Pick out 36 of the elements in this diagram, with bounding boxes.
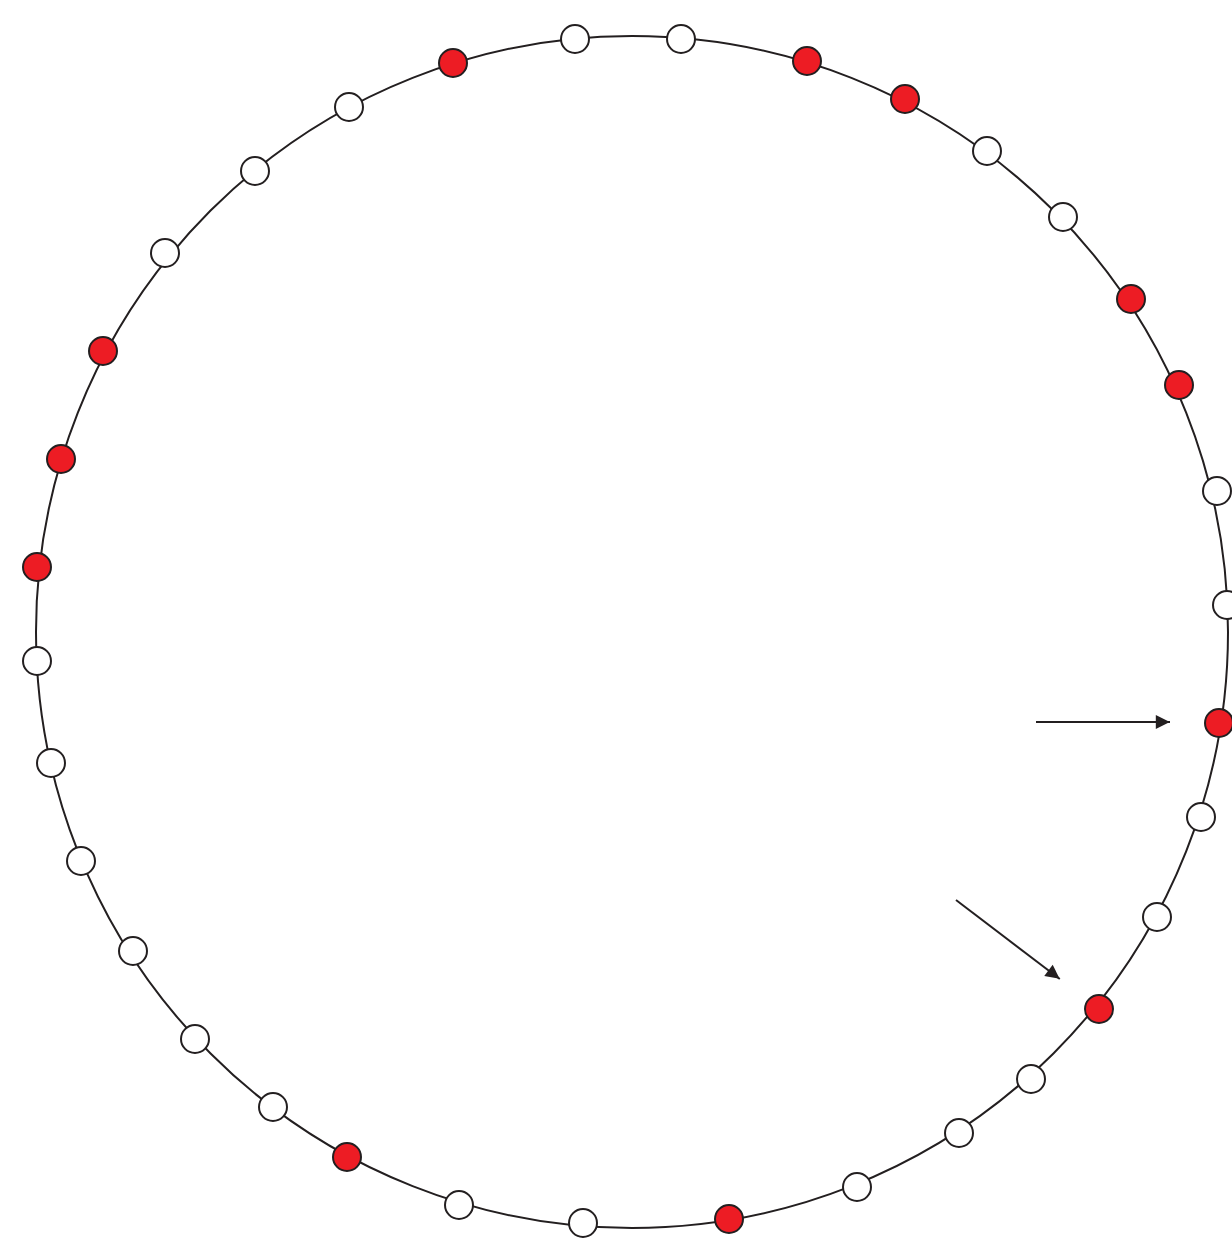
empty-dot — [1047, 201, 1077, 231]
arrow — [955, 899, 1061, 980]
filled-dot — [1083, 993, 1113, 1023]
empty-dot — [35, 747, 65, 777]
empty-dot — [179, 1023, 209, 1053]
empty-dot — [21, 645, 51, 675]
empty-dot — [1185, 801, 1215, 831]
empty-dot — [971, 135, 1001, 165]
filled-dot — [331, 1141, 361, 1171]
empty-dot — [1201, 475, 1231, 505]
filled-dot — [713, 1203, 743, 1233]
filled-dot — [791, 45, 821, 75]
empty-dot — [117, 935, 147, 965]
arrow — [1035, 715, 1171, 730]
filled-dot — [87, 335, 117, 365]
filled-dot — [1203, 707, 1232, 737]
filled-dot — [1163, 369, 1193, 399]
empty-dot — [149, 237, 179, 267]
filled-dot — [21, 551, 51, 581]
empty-dot — [841, 1171, 871, 1201]
filled-dot — [437, 47, 467, 77]
empty-dot — [943, 1117, 973, 1147]
empty-dot — [559, 23, 589, 53]
empty-dot — [239, 155, 269, 185]
empty-dot — [1015, 1063, 1045, 1093]
empty-dot — [443, 1189, 473, 1219]
filled-dot — [889, 83, 919, 113]
empty-dot — [65, 845, 95, 875]
empty-dot — [1211, 589, 1232, 619]
empty-dot — [665, 23, 695, 53]
empty-dot — [257, 1091, 287, 1121]
empty-dot — [1141, 901, 1171, 931]
filled-dot — [45, 443, 75, 473]
empty-dot — [333, 91, 363, 121]
empty-dot — [567, 1207, 597, 1237]
filled-dot — [1115, 283, 1145, 313]
